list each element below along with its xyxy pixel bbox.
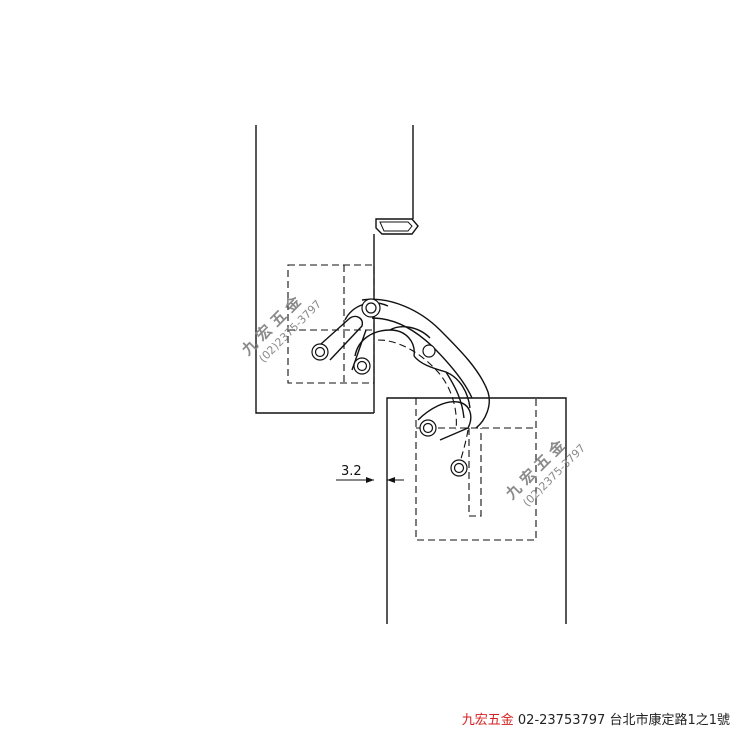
footer-address: 台北市康定路1之1號 [609,713,730,728]
footer-company: 九宏五金 [461,713,514,728]
watermark-lower: 九 宏 五 金 (02)2375-3797 [501,436,588,509]
footer-contact: 九宏五金 02-23753797 台北市康定路1之1號 [462,709,730,728]
upper-panel [255,125,419,414]
gap-dimension: 3.2 [336,464,404,483]
dimension-label: 3.2 [341,464,362,479]
hinge-linkage [311,298,490,469]
lower-cup-hidden [415,397,537,541]
watermark-upper: 九 宏 五 金 (02)2375-3797 [237,292,324,365]
pivot-holes [311,298,468,477]
footer-phone: 02-23753797 [517,713,606,728]
lower-panel [386,397,567,624]
